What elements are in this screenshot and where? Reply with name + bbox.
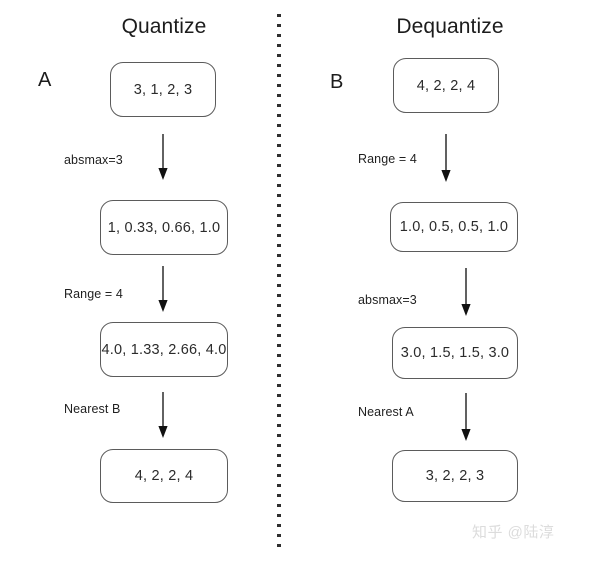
watermark: 知乎 @陆淳 (472, 524, 555, 541)
dequantize-node-3: 3.0, 1.5, 1.5, 3.0 (392, 327, 518, 379)
quantize-edge-label-3: Nearest B (64, 402, 121, 416)
dequantize-arrow-3 (458, 393, 474, 441)
quantize-arrow-1 (155, 134, 171, 180)
dequantize-arrow-2 (458, 268, 474, 316)
quantize-node-3: 4.0, 1.33, 2.66, 4.0 (100, 322, 228, 377)
side-label-a: A (38, 69, 52, 91)
dequantize-arrow-1 (438, 134, 454, 182)
quantize-edge-label-2: Range = 4 (64, 287, 123, 301)
quantize-node-1: 3, 1, 2, 3 (110, 62, 216, 117)
dequantize-node-1: 4, 2, 2, 4 (393, 58, 499, 113)
quantize-arrow-2 (155, 266, 171, 312)
quantize-node-2: 1, 0.33, 0.66, 1.0 (100, 200, 228, 255)
quantize-arrow-3 (155, 392, 171, 438)
side-label-b: B (330, 71, 344, 93)
dequantize-edge-label-1: Range = 4 (358, 152, 417, 166)
quantize-node-4: 4, 2, 2, 4 (100, 449, 228, 503)
column-title-quantize: Quantize (121, 15, 207, 38)
dequantize-node-4: 3, 2, 2, 3 (392, 450, 518, 502)
dequantize-edge-label-3: Nearest A (358, 405, 414, 419)
dequantize-edge-label-2: absmax=3 (358, 293, 417, 307)
quantize-edge-label-1: absmax=3 (64, 153, 123, 167)
column-title-dequantize: Dequantize (396, 15, 504, 38)
dotted-divider (277, 14, 281, 550)
dequantize-node-2: 1.0, 0.5, 0.5, 1.0 (390, 202, 518, 252)
